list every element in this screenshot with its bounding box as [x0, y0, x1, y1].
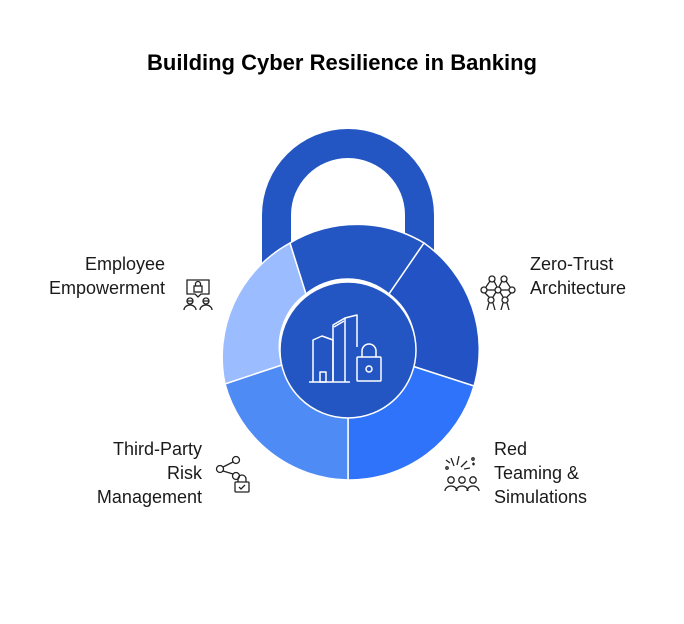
label-line: Architecture [530, 278, 627, 298]
label-line: Empowerment [48, 278, 165, 298]
label-line: Employee [84, 254, 165, 274]
label-line: Third-Party [112, 439, 202, 459]
employees-lock-icon [183, 279, 213, 311]
label-employee-empowerment: Employee Empowerment [49, 252, 165, 300]
label-line: Simulations [494, 487, 588, 507]
label-line: Risk [167, 463, 202, 483]
team-fireworks-icon [444, 455, 480, 492]
label-line: Red [494, 439, 528, 459]
label-red-teaming-simulations: Red Teaming & Simulations [494, 437, 587, 509]
label-line: Teaming & [494, 463, 580, 483]
share-lock-icon [215, 455, 250, 493]
label-third-party-risk-management: Third-Party Risk Management [97, 437, 202, 509]
segment-employee-empowerment [221, 241, 307, 385]
padlock-shackle [262, 129, 434, 292]
label-zero-trust-architecture: Zero-Trust Architecture [530, 252, 626, 300]
bank-building-lock-icon [309, 314, 382, 383]
label-line: Management [96, 487, 202, 507]
network-nodes-icon [480, 275, 516, 311]
page-title: Building Cyber Resilience in Banking [147, 50, 537, 75]
center-circle [279, 281, 417, 419]
segment-zero-trust-architecture [387, 241, 481, 387]
label-line: Zero-Trust [530, 254, 614, 274]
